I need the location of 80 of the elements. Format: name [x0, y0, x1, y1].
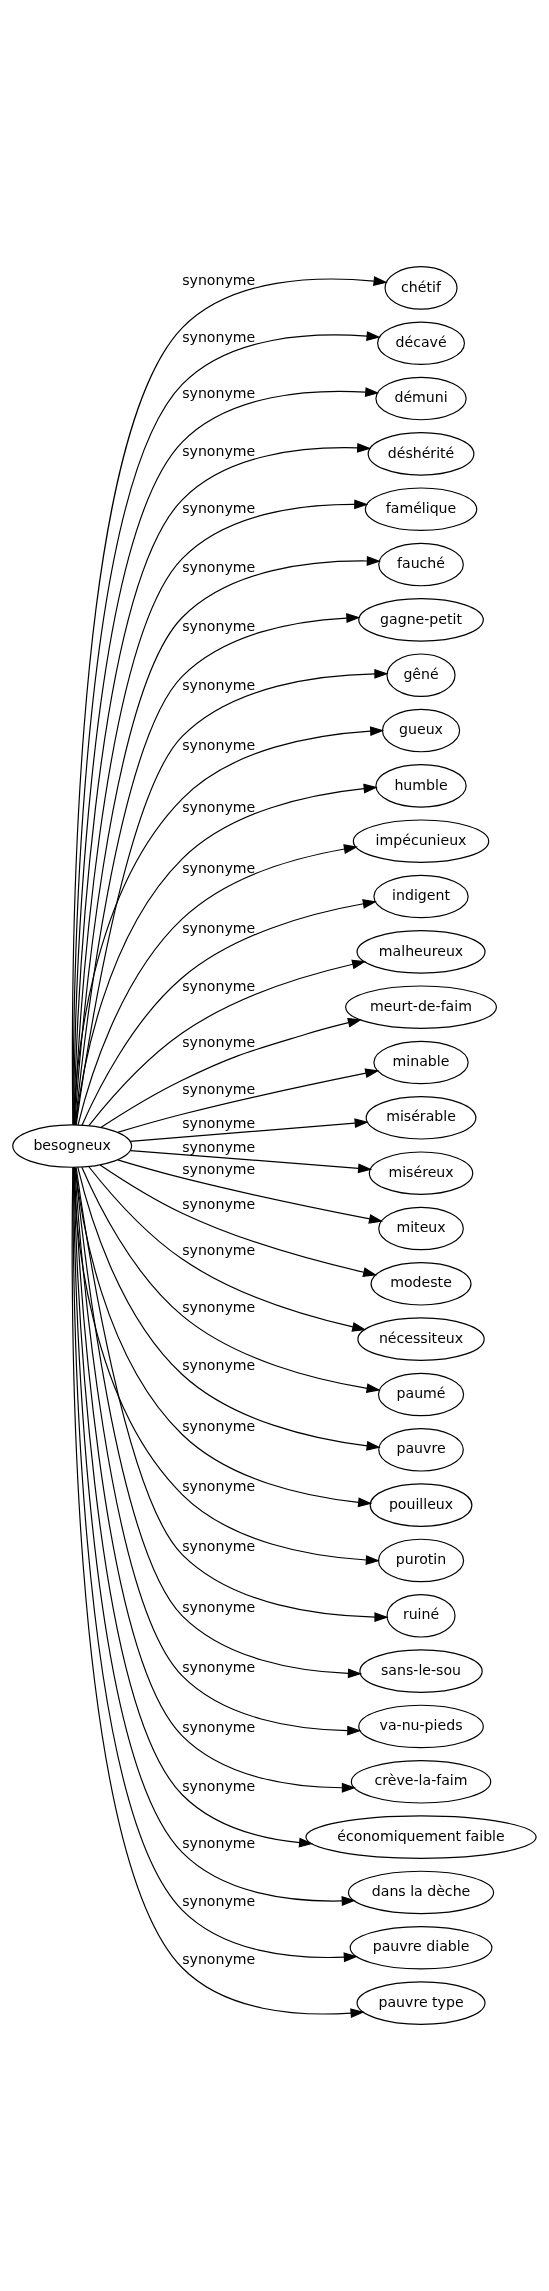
edge-label: synonyme [182, 1357, 256, 1374]
node-ellipse: famélique [364, 487, 478, 531]
node-ellipse: dans la dèche [347, 1870, 495, 1915]
node-ellipse: gagne-petit [358, 598, 484, 642]
edge-label: synonyme [182, 859, 256, 876]
edge-label: synonyme [182, 442, 256, 459]
arrow [74, 783, 378, 1126]
edge-label: synonyme [182, 919, 256, 936]
arrow [74, 613, 361, 1126]
arrow [88, 959, 367, 1126]
edge-label: synonyme [182, 1114, 256, 1131]
arrow [117, 1159, 384, 1224]
node-ellipse: modeste [370, 1262, 472, 1306]
edge-label: synonyme [182, 1033, 256, 1050]
edge-label: synonyme [182, 1080, 256, 1097]
node-ellipse: crève-la-faim [350, 1760, 492, 1804]
arrow [100, 1017, 363, 1128]
node-ellipse: décavé [377, 321, 466, 365]
edge-label: synonyme [182, 1298, 256, 1315]
node-ellipse: va-nu-pieds [358, 1704, 484, 1749]
node-ellipse: nécessiteux [357, 1317, 485, 1361]
arrow [77, 844, 358, 1126]
node-ellipse: sans-le-sou [359, 1649, 483, 1693]
node-ellipse: purotin [377, 1538, 465, 1583]
edge-label: synonyme [182, 1777, 256, 1794]
edge-label: synonyme [182, 1950, 256, 1967]
node-ellipse: impécunieux [352, 819, 490, 863]
arrow [74, 1166, 373, 1508]
edge-label: synonyme [182, 618, 256, 635]
node-ellipse: pauvre [378, 1428, 464, 1472]
arrow [81, 1166, 381, 1394]
edge-label: synonyme [182, 1835, 256, 1852]
edge-label: synonyme [182, 328, 256, 345]
node-ellipse: indigent [373, 874, 469, 919]
node-ellipse: pauvre type [356, 1981, 486, 2025]
node-ellipse: démuni [375, 376, 467, 421]
arrow [130, 1149, 373, 1174]
node-ellipse: économiquement faible [305, 1815, 537, 1859]
node-ellipse: miteux [378, 1206, 464, 1251]
edge-label: synonyme [182, 978, 256, 995]
node-ellipse: minable [373, 1040, 469, 1085]
edge-label: synonyme [182, 1242, 256, 1259]
edge-label: synonyme [182, 272, 256, 289]
arrow [117, 1068, 380, 1133]
edge-label: synonyme [182, 1196, 256, 1213]
arrow [88, 1165, 367, 1332]
node-ellipse: malheureux [356, 930, 486, 974]
edge-label: synonyme [182, 799, 256, 816]
node-ellipse: paumé [377, 1372, 465, 1417]
edge-label: synonyme [182, 1417, 256, 1434]
node-ellipse: chétif [384, 266, 458, 310]
arrow [75, 1167, 389, 1622]
edge-label: synonyme [182, 677, 256, 694]
node-ellipse: ruiné [386, 1594, 456, 1638]
node-ellipse: pauvre diable [349, 1926, 493, 1970]
node-ellipse: humble [375, 764, 467, 808]
edge-label: synonyme [182, 1160, 256, 1177]
edge-label: synonyme [182, 737, 256, 754]
edge-label: synonyme [182, 1138, 256, 1155]
edge-label: synonyme [182, 500, 256, 517]
arrow [99, 1164, 378, 1277]
arrow [129, 1118, 369, 1143]
edge-label: synonyme [182, 1893, 256, 1910]
arrow [81, 899, 377, 1126]
edge-label: synonyme [182, 1718, 256, 1735]
node-ellipse: misérable [365, 1096, 477, 1140]
edge-label: synonyme [182, 385, 256, 402]
node-ellipse: déshérité [367, 432, 475, 476]
node-ellipse: gueux [381, 708, 461, 753]
node-ellipse: pouilleux [369, 1483, 473, 1527]
node-ellipse: besogneux [12, 1124, 133, 1168]
edge-label: synonyme [182, 1658, 256, 1675]
node-ellipse: gêné [386, 653, 456, 697]
node-ellipse: miséreux [368, 1151, 474, 1195]
edge-label: synonyme [182, 1598, 256, 1615]
edge-label: synonyme [182, 1537, 256, 1554]
edge-label: synonyme [182, 559, 256, 576]
node-ellipse: fauché [378, 542, 464, 587]
edge-label: synonyme [182, 1477, 256, 1494]
arrow [77, 1166, 381, 1451]
